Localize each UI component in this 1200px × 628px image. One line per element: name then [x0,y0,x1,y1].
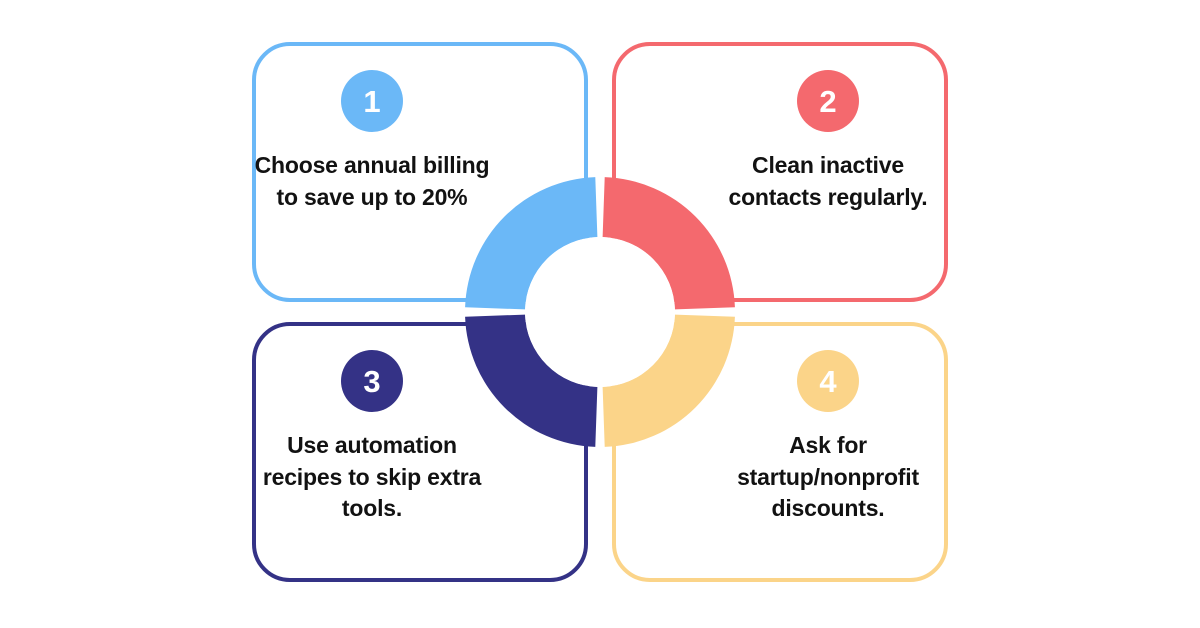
step-number-4: 4 [819,363,837,399]
tip-card-2-content: 2 Clean inactive contacts regularly. [616,46,944,298]
tip-card-1[interactable]: 1 Choose annual billing to save up to 20… [252,42,588,302]
tip-card-3[interactable]: 3 Use automation recipes to skip extra t… [252,322,588,582]
step-number-badge-4: 4 [797,350,859,412]
tip-text-3: Use automation recipes to skip extra too… [262,432,482,522]
tip-card-1-content: 1 Choose annual billing to save up to 20… [255,46,584,298]
tip-text-1: Choose annual billing to save up to 20% [254,152,490,210]
step-number-1: 1 [363,83,381,119]
step-number-badge-1: 1 [341,70,403,132]
tip-text-2: Clean inactive contacts regularly. [728,152,928,210]
tip-card-4[interactable]: 4 Ask for startup/nonprofit discounts. [612,322,948,582]
tip-card-2[interactable]: 2 Clean inactive contacts regularly. [612,42,948,302]
tip-card-3-content: 3 Use automation recipes to skip extra t… [256,326,584,578]
tip-card-4-content: 4 Ask for startup/nonprofit discounts. [616,326,944,578]
donut-center-hole [525,237,675,387]
tip-text-4: Ask for startup/nonprofit discounts. [737,432,919,522]
step-number-badge-3: 3 [341,350,403,412]
step-number-2: 2 [819,83,837,119]
step-number-3: 3 [363,363,381,399]
step-number-badge-2: 2 [797,70,859,132]
